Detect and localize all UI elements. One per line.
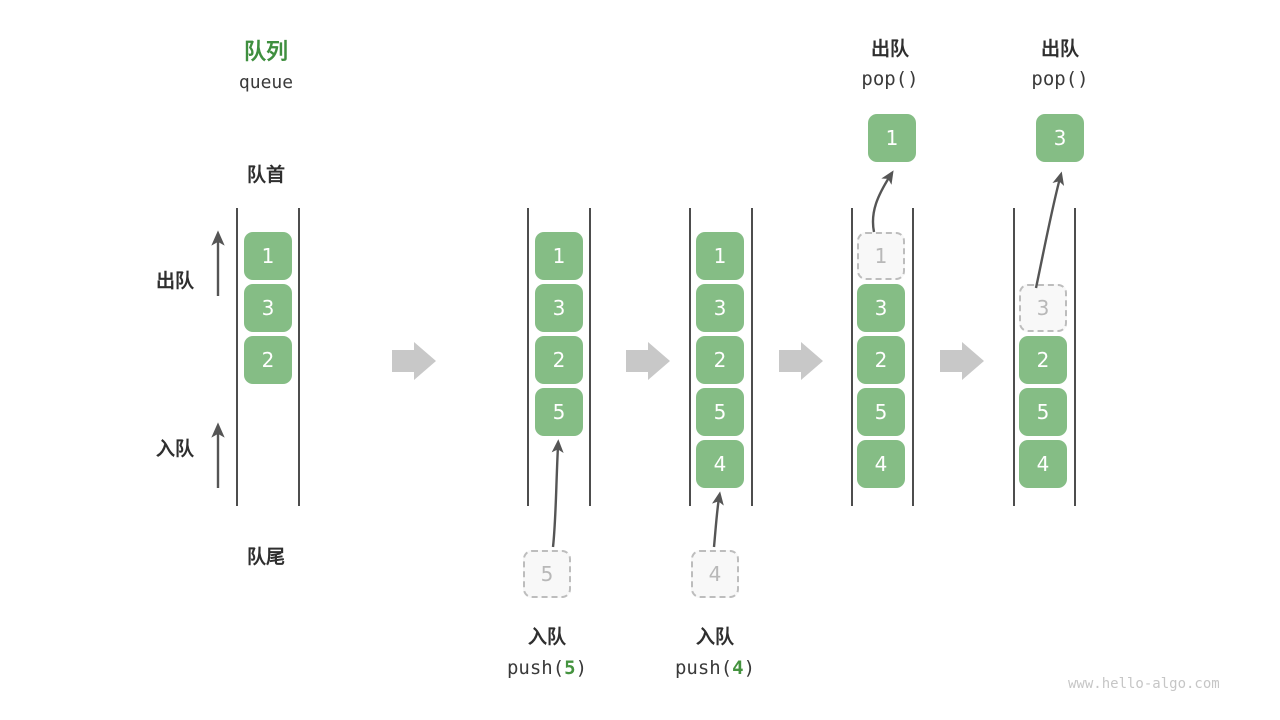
queue-title-en: queue	[238, 72, 294, 93]
queue-cell-removed: 1	[857, 232, 905, 280]
push-arrow-5	[551, 439, 564, 548]
rail-left-col4	[851, 208, 853, 506]
queue-cell: 4	[857, 440, 905, 488]
push-caption-cn-1: 入队	[527, 626, 566, 648]
step-separator-arrow	[626, 342, 670, 380]
rail-left-col1	[236, 208, 238, 506]
push-arrow-4	[711, 491, 724, 548]
label-enqueue: 入队	[155, 438, 194, 460]
popped-value-cell: 3	[1036, 114, 1084, 162]
queue-cell: 1	[696, 232, 744, 280]
label-front: 队首	[246, 164, 285, 186]
pop-header-cn-1: 出队	[870, 38, 909, 60]
queue-cell-new: 5	[535, 388, 583, 436]
rail-right-col4	[912, 208, 914, 506]
queue-cell: 5	[1019, 388, 1067, 436]
queue-title-cn: 队列	[243, 40, 288, 65]
queue-cell: 1	[244, 232, 292, 280]
rail-right-col2	[589, 208, 591, 506]
pop-arrow-1	[871, 170, 894, 233]
queue-cell: 3	[696, 284, 744, 332]
queue-cell: 5	[857, 388, 905, 436]
popped-value-cell: 1	[868, 114, 916, 162]
queue-cell-new: 4	[696, 440, 744, 488]
rail-right-col1	[298, 208, 300, 506]
rail-right-col3	[751, 208, 753, 506]
queue-cell: 2	[244, 336, 292, 384]
step-separator-arrow	[392, 342, 436, 380]
pop-arrow-3	[1034, 171, 1065, 289]
queue-cell: 2	[857, 336, 905, 384]
push-code-arg-1: 5	[564, 657, 576, 679]
queue-cell-removed: 3	[1019, 284, 1067, 332]
queue-cell: 2	[535, 336, 583, 384]
queue-cell: 2	[1019, 336, 1067, 384]
push-caption-code-2: push(4)	[645, 657, 785, 679]
push-caption-cn-2: 入队	[695, 626, 734, 648]
watermark: www.hello-algo.com	[1068, 676, 1220, 692]
queue-cell: 5	[696, 388, 744, 436]
pop-header-cn-2: 出队	[1040, 38, 1079, 60]
step-separator-arrow	[940, 342, 984, 380]
push-caption-code-1: push(5)	[477, 657, 617, 679]
rail-left-col2	[527, 208, 529, 506]
push-code-suffix-1: )	[575, 657, 588, 679]
queue-cell: 4	[1019, 440, 1067, 488]
push-code-prefix-2: push(	[674, 657, 733, 679]
rail-right-col5	[1074, 208, 1076, 506]
rail-left-col3	[689, 208, 691, 506]
queue-cell: 3	[535, 284, 583, 332]
push-code-suffix-2: )	[743, 657, 756, 679]
queue-cell: 2	[696, 336, 744, 384]
label-rear: 队尾	[246, 546, 285, 568]
queue-cell: 3	[857, 284, 905, 332]
incoming-ghost-cell: 5	[523, 550, 571, 598]
push-code-prefix-1: push(	[506, 657, 565, 679]
pop-header-code-2: pop()	[1031, 68, 1089, 90]
step-separator-arrow	[779, 342, 823, 380]
rail-left-col5	[1013, 208, 1015, 506]
pop-header-code-1: pop()	[861, 68, 919, 90]
queue-cell: 3	[244, 284, 292, 332]
incoming-ghost-cell: 4	[691, 550, 739, 598]
queue-cell: 1	[535, 232, 583, 280]
push-code-arg-2: 4	[732, 657, 744, 679]
label-dequeue: 出队	[155, 270, 194, 292]
